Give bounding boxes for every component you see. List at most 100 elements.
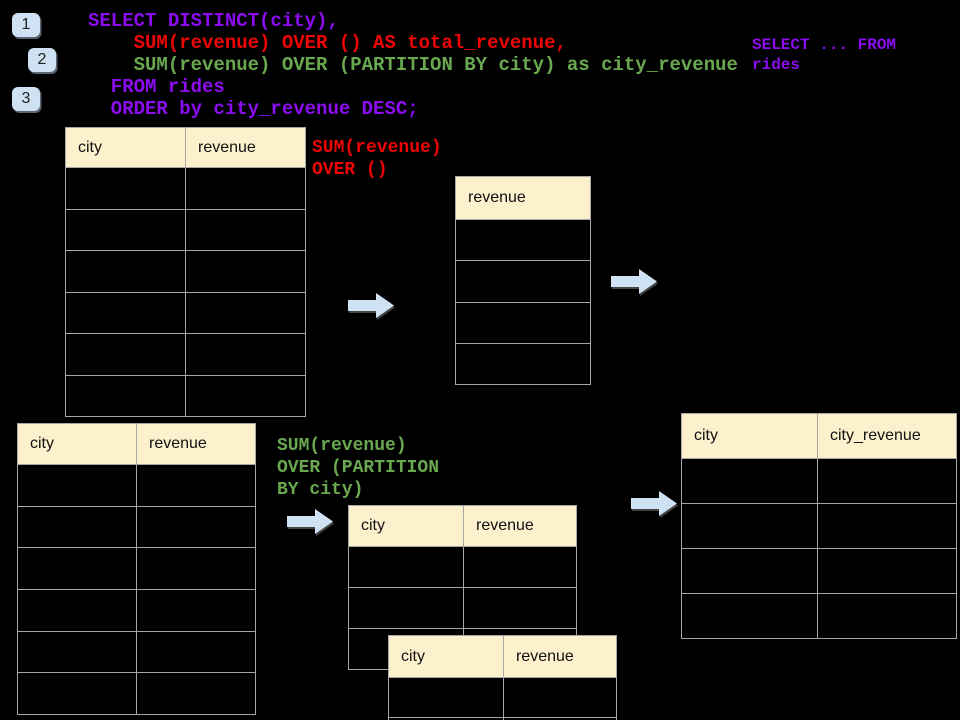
table-cell bbox=[818, 504, 956, 548]
arrow-right-icon bbox=[348, 293, 394, 318]
table-cell bbox=[66, 292, 186, 333]
column-header-revenue: revenue bbox=[198, 138, 256, 156]
column-header-city: city bbox=[682, 414, 818, 458]
partitioned-table-back: city revenue bbox=[388, 635, 617, 720]
table-cell bbox=[349, 588, 464, 628]
table-cell bbox=[66, 334, 186, 375]
sql-line-order-by: ORDER by city_revenue DESC; bbox=[88, 98, 419, 120]
column-header-city: city bbox=[389, 636, 504, 677]
table-cell bbox=[66, 375, 186, 416]
column-header-revenue: revenue bbox=[476, 517, 534, 534]
table-row bbox=[66, 374, 305, 417]
table-cell bbox=[186, 376, 305, 417]
table-cell bbox=[186, 334, 305, 375]
partitioned-table-front: city revenue bbox=[348, 505, 577, 670]
table-cell bbox=[137, 465, 255, 506]
table-cell bbox=[456, 303, 590, 343]
table-row bbox=[349, 587, 576, 628]
table-cell bbox=[66, 251, 186, 292]
column-header-city: city bbox=[18, 424, 137, 464]
step-badge-1: 1 bbox=[12, 13, 40, 37]
table-cell bbox=[818, 594, 956, 638]
annotation-total-revenue: SUM(revenue) OVER () bbox=[312, 138, 442, 180]
table-row bbox=[18, 547, 255, 590]
column-header-city: city bbox=[349, 506, 464, 546]
table-cell bbox=[818, 549, 956, 593]
annotation-partition-by-city: SUM(revenue) OVER (PARTITION BY city) bbox=[277, 436, 440, 500]
table-row bbox=[682, 548, 956, 593]
table-cell bbox=[682, 459, 818, 503]
sql-line-city-revenue: SUM(revenue) OVER (PARTITION BY city) as… bbox=[88, 54, 738, 76]
table-cell bbox=[389, 718, 504, 720]
table-header-row: city city_revenue bbox=[682, 414, 956, 458]
sql-line-total-revenue: SUM(revenue) OVER () AS total_revenue, bbox=[88, 32, 567, 54]
table-cell bbox=[186, 210, 305, 251]
step-badge-2: 2 bbox=[28, 48, 56, 72]
result-city-revenue-table: city city_revenue bbox=[681, 413, 957, 639]
rides-source-table-bottom: city revenue bbox=[17, 423, 256, 716]
table-cell bbox=[186, 251, 305, 292]
step-badge-3: 3 bbox=[12, 87, 40, 111]
table-header-row: city revenue bbox=[66, 128, 305, 167]
sql-line-select: SELECT DISTINCT(city), bbox=[88, 10, 339, 32]
table-header-row: city revenue bbox=[18, 424, 255, 464]
arrow-right-icon bbox=[611, 269, 657, 294]
arrow-right-icon bbox=[287, 509, 333, 534]
table-row bbox=[18, 589, 255, 631]
table-row bbox=[18, 464, 255, 506]
table-cell bbox=[349, 547, 464, 587]
table-cell bbox=[456, 220, 590, 260]
table-cell bbox=[137, 507, 255, 548]
table-row bbox=[682, 503, 956, 548]
table-cell bbox=[137, 632, 255, 673]
table-row bbox=[349, 546, 576, 587]
column-header-city-revenue: city_revenue bbox=[830, 427, 921, 444]
table-row bbox=[66, 333, 305, 375]
table-cell bbox=[456, 261, 590, 301]
table-row bbox=[66, 208, 305, 251]
table-cell bbox=[186, 168, 305, 209]
table-row bbox=[682, 593, 956, 638]
table-row bbox=[389, 717, 616, 720]
table-cell bbox=[389, 678, 504, 717]
table-row bbox=[18, 672, 255, 715]
table-header-row: revenue bbox=[456, 177, 590, 219]
table-row bbox=[456, 342, 590, 384]
table-cell bbox=[682, 504, 818, 548]
table-row bbox=[456, 260, 590, 301]
sql-line-from: FROM rides bbox=[88, 76, 225, 98]
table-cell bbox=[18, 590, 137, 631]
column-header-revenue: revenue bbox=[516, 647, 574, 665]
column-header-revenue: revenue bbox=[149, 435, 207, 452]
table-cell bbox=[18, 548, 137, 590]
table-row bbox=[18, 630, 255, 673]
table-cell bbox=[137, 548, 255, 589]
table-cell bbox=[18, 673, 137, 715]
table-cell bbox=[456, 344, 590, 384]
table-cell bbox=[18, 506, 137, 548]
table-cell bbox=[18, 631, 137, 673]
table-row bbox=[456, 301, 590, 343]
table-header-row: city revenue bbox=[349, 506, 576, 546]
table-cell bbox=[682, 594, 818, 638]
table-cell bbox=[137, 673, 255, 714]
table-row bbox=[682, 458, 956, 503]
table-cell bbox=[66, 168, 186, 209]
table-row bbox=[66, 167, 305, 209]
table-row bbox=[18, 505, 255, 548]
sql-query: SELECT DISTINCT(city), SUM(revenue) OVER… bbox=[88, 10, 738, 120]
sql-side-note: SELECT ... FROM rides bbox=[752, 36, 897, 74]
table-cell bbox=[682, 549, 818, 593]
table-cell bbox=[18, 465, 137, 506]
arrow-right-icon bbox=[631, 491, 677, 516]
table-cell bbox=[464, 588, 576, 628]
table-row bbox=[456, 219, 590, 260]
table-cell bbox=[137, 590, 255, 631]
table-cell bbox=[464, 547, 576, 587]
table-cell bbox=[186, 293, 305, 334]
rides-source-table-top: city revenue bbox=[65, 127, 306, 417]
total-revenue-table: revenue bbox=[455, 176, 591, 386]
table-header-row: city revenue bbox=[389, 636, 616, 677]
table-cell bbox=[818, 459, 956, 503]
